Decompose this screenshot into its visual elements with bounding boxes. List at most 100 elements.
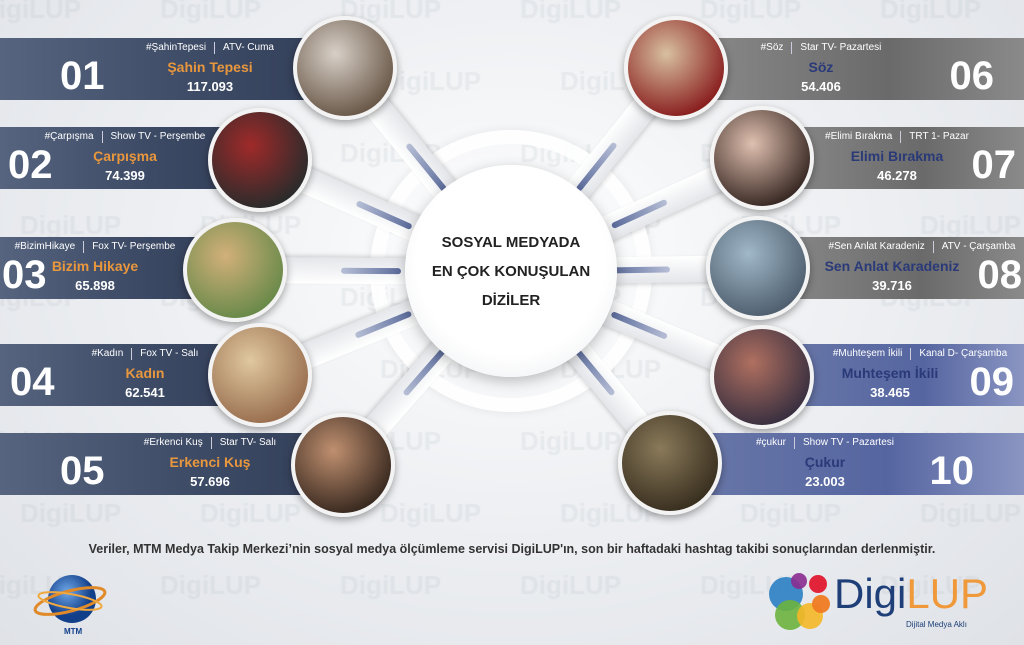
rank-number: 05 — [60, 449, 105, 493]
show-poster-image — [706, 216, 810, 320]
hashtag: #Erkenci Kuş — [143, 437, 203, 448]
divider — [214, 41, 216, 54]
mention-count: 54.406 — [801, 79, 841, 94]
show-poster-image — [183, 218, 287, 322]
show-title: Elimi Bırakma — [850, 148, 944, 164]
divider — [131, 347, 133, 360]
hashtag: #Elimi Bırakma — [825, 131, 893, 142]
channel-day: Fox TV- Perşembe — [92, 241, 176, 252]
channel-day: Fox TV - Salı — [140, 348, 199, 359]
hashtag: #Sen Anlat Karadeniz — [828, 241, 925, 252]
divider — [210, 436, 212, 449]
mtm-logo-text: MTM — [64, 627, 83, 636]
show-poster-image — [208, 323, 312, 427]
show-title: Sen Anlat Karadeniz — [824, 258, 960, 274]
title-block: Çukur 23.003 — [740, 454, 910, 490]
digilup-bubbles-icon — [769, 573, 830, 630]
title-block: Bizim Hikaye 65.898 — [14, 258, 176, 294]
ranking-row-07: 07 #Elimi Bırakma TRT 1- Pazar Elimi Bıra… — [772, 127, 1024, 189]
show-info: #Muhteşem İkili Kanal D- Çarşamba Muhteşe… — [820, 346, 1020, 401]
title-block: Erkenci Kuş 57.696 — [110, 454, 310, 490]
show-info: #Kadın Fox TV - Salı Kadın 62.541 — [60, 346, 230, 401]
ranking-row-05: 05 #Erkenci Kuş Star TV- Salı Erkenci Kuş… — [0, 433, 323, 495]
divider — [791, 41, 793, 54]
rank-number: 09 — [969, 360, 1015, 404]
channel-day: Show TV - Perşembe — [110, 131, 206, 142]
hashtag: #Söz — [760, 42, 784, 53]
hashtag: #çukur — [756, 437, 787, 448]
hashtag: #ŞahinTepesi — [146, 42, 207, 53]
title-block: Sen Anlat Karadeniz 39.716 — [822, 258, 1022, 294]
channel-day: Kanal D- Çarşamba — [919, 348, 1008, 359]
title-block: Şahin Tepesi 117.093 — [110, 59, 310, 95]
hashtag: #Çarpışma — [44, 131, 94, 142]
rank-number: 03 — [2, 253, 47, 297]
mention-count: 57.696 — [190, 474, 230, 489]
show-title: Bizim Hikaye — [51, 258, 139, 274]
mtm-globe-icon — [33, 575, 107, 623]
ranking-row-09: 09 #Muhteşem İkili Kanal D- Çarşamba Muht… — [772, 344, 1024, 406]
show-title: Çukur — [804, 454, 846, 470]
ranking-row-01: 01 #ŞahinTepesi ATV- Cuma Şahin Tepesi 11… — [0, 38, 325, 100]
channel-day: ATV- Cuma — [223, 42, 274, 53]
center-title-line: EN ÇOK KONUŞULAN — [431, 262, 591, 280]
show-info: #ŞahinTepesi ATV- Cuma Şahin Tepesi 117.0… — [110, 40, 310, 95]
center-title-line: DİZİLER — [481, 291, 541, 309]
mtm-logo: MTM — [30, 572, 110, 638]
mention-count: 23.003 — [805, 474, 845, 489]
show-poster-image — [208, 108, 312, 212]
show-title: Çarpışma — [93, 148, 157, 164]
show-info: #çukur Show TV - Pazartesi Çukur 23.003 — [740, 435, 910, 490]
hashtag: #Kadın — [91, 348, 124, 359]
rank-number: 04 — [10, 360, 55, 404]
channel-day: ATV - Çarşamba — [941, 241, 1016, 252]
rank-number: 06 — [949, 54, 995, 98]
digilup-logo-digi: Digi — [834, 570, 907, 617]
channel-day: Show TV - Pazartesi — [803, 437, 894, 448]
mention-count: 117.093 — [186, 79, 234, 94]
channel-day: TRT 1- Pazar — [909, 131, 969, 142]
spoke-bar — [341, 267, 402, 275]
mention-count: 39.716 — [872, 278, 912, 293]
show-title: Erkenci Kuş — [169, 454, 251, 470]
show-poster-image — [624, 16, 728, 120]
channel-day: Star TV- Salı — [219, 437, 277, 448]
spoke-bar — [610, 266, 671, 274]
mention-count: 65.898 — [75, 278, 115, 293]
divider — [794, 436, 796, 449]
rank-number: 01 — [60, 54, 105, 98]
show-info: #Elimi Bırakma TRT 1- Pazar Elimi Bırakma… — [812, 129, 982, 184]
show-title: Muhteşem İkili — [841, 365, 939, 381]
center-title-line: SOSYAL MEDYADA — [441, 233, 581, 251]
center-title-circle: SOSYAL MEDYADA EN ÇOK KONUŞULAN DİZİLER — [405, 165, 617, 377]
show-poster-image — [710, 106, 814, 210]
title-block: Elimi Bırakma 46.278 — [812, 148, 982, 184]
ranking-row-02: 02 #Çarpışma Show TV - Perşembe Çarpışma … — [0, 127, 240, 189]
rank-number: 08 — [977, 253, 1023, 297]
rank-number: 02 — [8, 143, 53, 187]
title-block: Çarpışma 74.399 — [40, 148, 210, 184]
show-title: Söz — [808, 59, 834, 75]
title-block: Kadın 62.541 — [60, 365, 230, 401]
hashtag: #Muhteşem İkili — [832, 348, 903, 359]
mention-count: 74.399 — [105, 168, 145, 183]
footer-note: Veriler, MTM Medya Takip Merkezi’nin sos… — [88, 542, 936, 556]
show-poster-image — [293, 16, 397, 120]
show-info: #Çarpışma Show TV - Perşembe Çarpışma 74.… — [40, 129, 210, 184]
rank-number: 07 — [971, 143, 1017, 187]
mention-count: 46.278 — [877, 168, 917, 183]
show-info: #Sen Anlat Karadeniz ATV - Çarşamba Sen A… — [822, 239, 1022, 294]
show-title: Kadın — [125, 365, 165, 381]
digilup-logo-lup: LUP — [906, 570, 989, 617]
mention-count: 38.465 — [870, 385, 910, 400]
show-poster-image — [710, 325, 814, 429]
ranking-row-08: 08 #Sen Anlat Karadeniz ATV - Çarşamba Se… — [768, 237, 1024, 299]
title-block: Muhteşem İkili 38.465 — [820, 365, 1020, 401]
show-poster-image — [618, 411, 722, 515]
ranking-row-04: 04 #Kadın Fox TV - Salı Kadın 62.541 — [0, 344, 240, 406]
